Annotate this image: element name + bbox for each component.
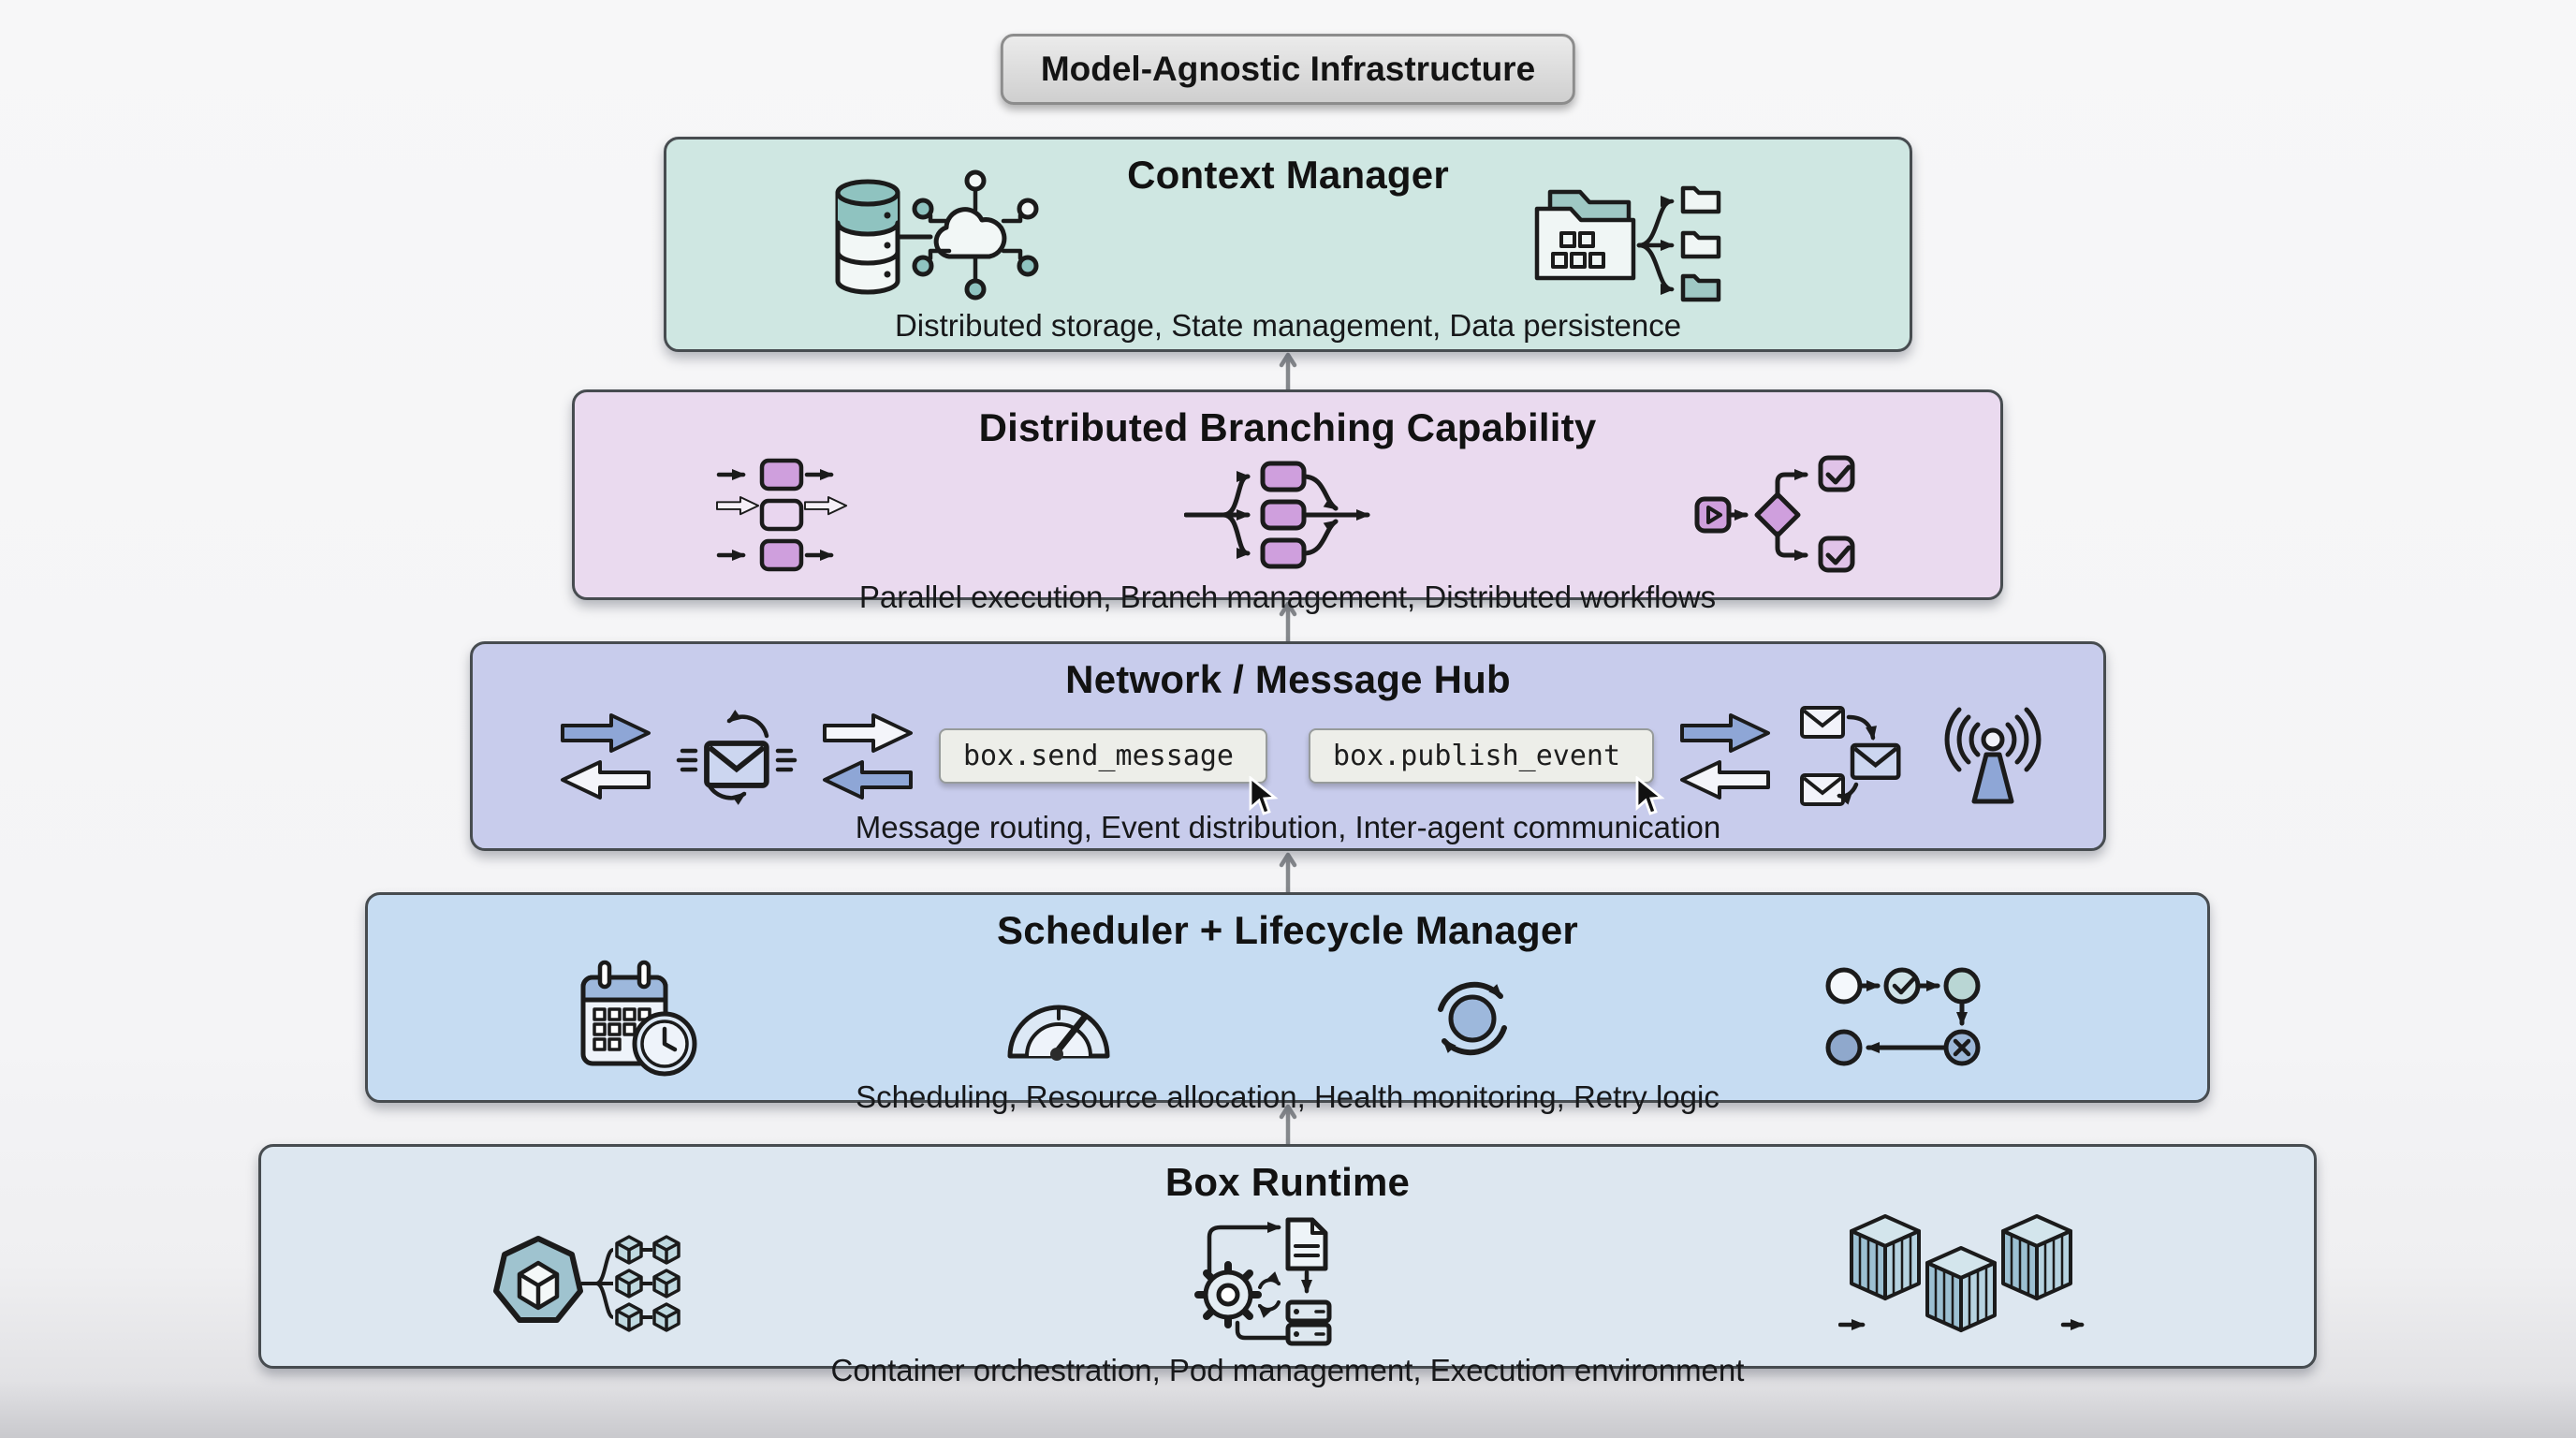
layer-subtitle: Distributed storage, State management, D… xyxy=(894,308,1682,343)
layer-scheduler-lifecycle: Scheduler + Lifecycle Manager xyxy=(365,892,2210,1114)
layer-title: Network / Message Hub xyxy=(1065,657,1511,701)
swap-arrows-icon xyxy=(561,712,651,800)
layer-connector-arrow xyxy=(1279,601,1297,642)
refresh-cycle-icon xyxy=(1438,981,1507,1055)
layer-title: Distributed Branching Capability xyxy=(978,405,1597,449)
calendar-clock-icon xyxy=(580,960,697,1077)
layer-connector-arrow xyxy=(1279,352,1297,391)
swap-arrows-icon xyxy=(823,712,913,800)
layer-network-message-hub: Network / Message Hub box.sen xyxy=(470,641,2106,851)
api-badges-group: box.send_message box.publish_event xyxy=(939,728,1665,815)
cursor-pointer-icon xyxy=(1249,776,1279,815)
cursor-pointer-icon xyxy=(1635,776,1665,815)
parallel-execution-icon xyxy=(715,458,848,571)
deploy-pipeline-icon xyxy=(1193,1217,1331,1346)
layer-icons-row xyxy=(666,166,1910,308)
state-machine-icon xyxy=(1825,967,1981,1065)
layer-subtitle: Message routing, Event distribution, Int… xyxy=(855,810,1721,844)
layer-subtitle: Container orchestration, Pod management,… xyxy=(830,1353,1745,1387)
database-cloud-network-icon xyxy=(835,169,1039,301)
layer-box-runtime: Box Runtime xyxy=(258,1144,2317,1387)
mail-routing-icon xyxy=(1800,706,1916,806)
mail-sync-icon xyxy=(676,709,798,805)
layer-icons-row xyxy=(575,450,2000,580)
publish-event-label: box.publish_event xyxy=(1332,740,1621,772)
layer-icons-row: box.send_message box.publish_event xyxy=(473,702,2103,815)
layer-title: Scheduler + Lifecycle Manager xyxy=(997,908,1578,952)
gauge-icon xyxy=(1007,1005,1110,1061)
swap-arrows-icon xyxy=(1680,712,1771,800)
layer-connector-arrow xyxy=(1279,1104,1297,1145)
model-agnostic-infrastructure-badge: Model-Agnostic Infrastructure xyxy=(1000,34,1576,105)
decision-branch-icon xyxy=(1694,455,1855,573)
send-message-label: box.send_message xyxy=(963,740,1234,772)
broadcast-icon xyxy=(1944,707,2042,804)
layer-subtitle: Scheduling, Resource allocation, Health … xyxy=(856,1079,1720,1114)
layer-distributed-branching: Distributed Branching Capability xyxy=(572,389,2003,614)
send-message-badge[interactable]: box.send_message xyxy=(939,728,1279,815)
containers-icon xyxy=(1838,1214,2085,1332)
layer-title: Context Manager xyxy=(1127,153,1449,197)
folder-distribution-icon xyxy=(1534,185,1721,302)
pod-orchestration-icon xyxy=(493,1235,681,1332)
layer-icons-row xyxy=(261,1205,2314,1353)
layer-icons-row xyxy=(368,953,2207,1079)
message-icons-right xyxy=(1676,702,2049,810)
layer-title: Box Runtime xyxy=(1164,1160,1411,1204)
layer-subtitle: Parallel execution, Branch management, D… xyxy=(858,580,1717,614)
message-icons-left xyxy=(557,704,916,809)
layer-context-manager: Context Manager xyxy=(664,137,1912,352)
branch-merge-icon xyxy=(1183,461,1370,568)
layer-connector-arrow xyxy=(1279,852,1297,893)
publish-event-badge[interactable]: box.publish_event xyxy=(1308,728,1665,815)
